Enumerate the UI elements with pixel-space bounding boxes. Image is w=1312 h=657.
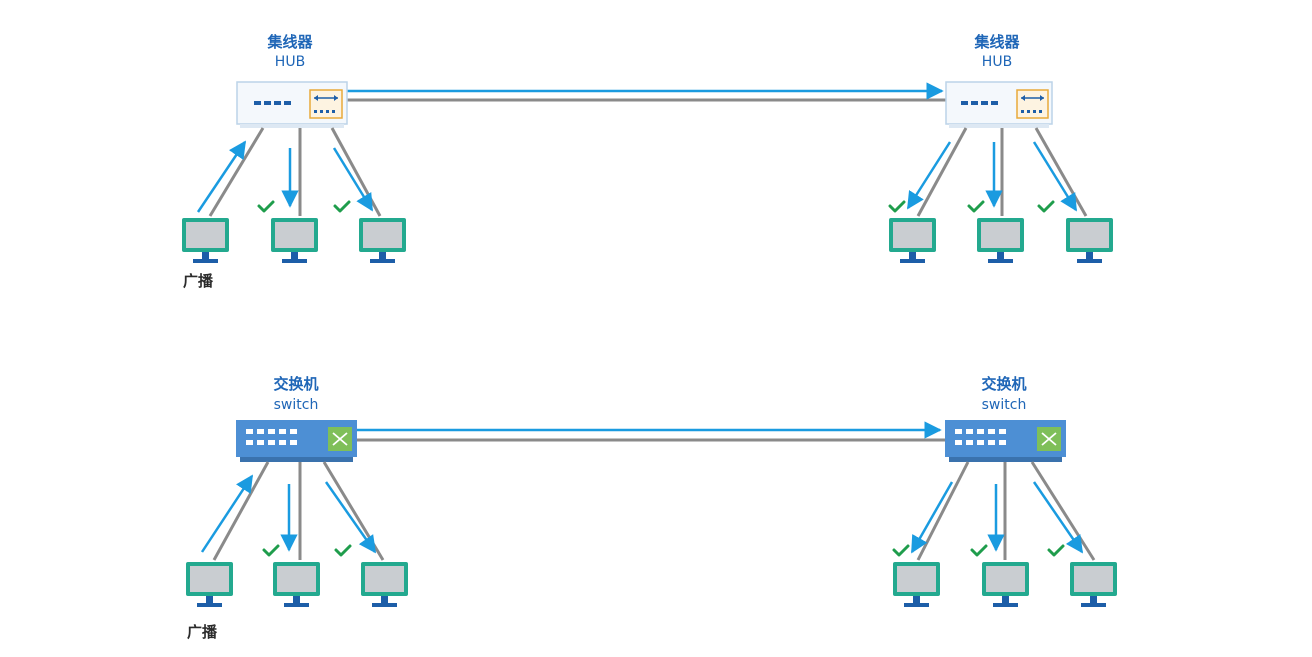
right-hub-arrows (906, 141, 1078, 212)
arrow-icon (200, 474, 254, 553)
computer-icon (889, 218, 936, 263)
check-icon (334, 544, 352, 557)
computer-icon (893, 562, 940, 607)
switch-diagram: 交换机 switch 交换机 switch (186, 375, 1117, 641)
computer-icon (271, 218, 318, 263)
check-icon (888, 200, 906, 213)
right-hub-label-en: HUB (982, 54, 1012, 70)
computer-icon (361, 562, 408, 607)
check-icon (1047, 544, 1065, 557)
bidirectional-arrow-icon (1016, 89, 1049, 119)
left-hub-cables (208, 127, 382, 217)
hub-diagram: 集线器 HUB 集线器 HUB (182, 33, 1113, 290)
check-icon (333, 200, 351, 213)
right-switch-label-cn: 交换机 (981, 375, 1026, 393)
check-icon (262, 544, 280, 557)
arrow-icon (332, 147, 374, 212)
arrow-icon (910, 481, 954, 554)
check-icon (970, 544, 988, 557)
left-switch-label-en: switch (274, 397, 319, 413)
computer-icon (186, 562, 233, 607)
arrow-icon (1032, 481, 1084, 554)
right-switch-label-en: switch (982, 397, 1027, 413)
left-switch-cables (212, 461, 385, 561)
computer-icon (182, 218, 229, 263)
check-icon (257, 200, 275, 213)
computer-icon (1070, 562, 1117, 607)
left-hub-arrows (196, 140, 374, 213)
left-switch-arrows (200, 474, 377, 554)
bidirectional-arrow-icon (309, 89, 343, 119)
left-hub-icon (236, 81, 348, 128)
computer-icon (273, 562, 320, 607)
left-switch-icon (236, 420, 357, 462)
check-icon (892, 544, 910, 557)
right-switch-arrows (910, 481, 1084, 554)
arrow-icon (906, 141, 952, 210)
right-switch-icon (945, 420, 1066, 462)
computer-icon (1066, 218, 1113, 263)
computer-icon (977, 218, 1024, 263)
arrow-icon (1032, 141, 1078, 212)
check-icon (1037, 200, 1055, 213)
switch-broadcast-label: 广播 (187, 623, 218, 641)
check-icon (967, 200, 985, 213)
computer-icon (359, 218, 406, 263)
left-hub-label-en: HUB (275, 54, 305, 70)
arrow-icon (324, 481, 377, 554)
hub-broadcast-label: 广播 (183, 272, 214, 290)
computer-icon (982, 562, 1029, 607)
left-switch-label-cn: 交换机 (273, 375, 318, 393)
right-switch-cables (916, 461, 1096, 561)
arrow-icon (196, 140, 247, 213)
right-hub-icon (945, 81, 1053, 128)
right-hub-label-cn: 集线器 (973, 33, 1020, 51)
left-hub-label-cn: 集线器 (266, 33, 313, 51)
right-hub-cables (916, 127, 1088, 217)
